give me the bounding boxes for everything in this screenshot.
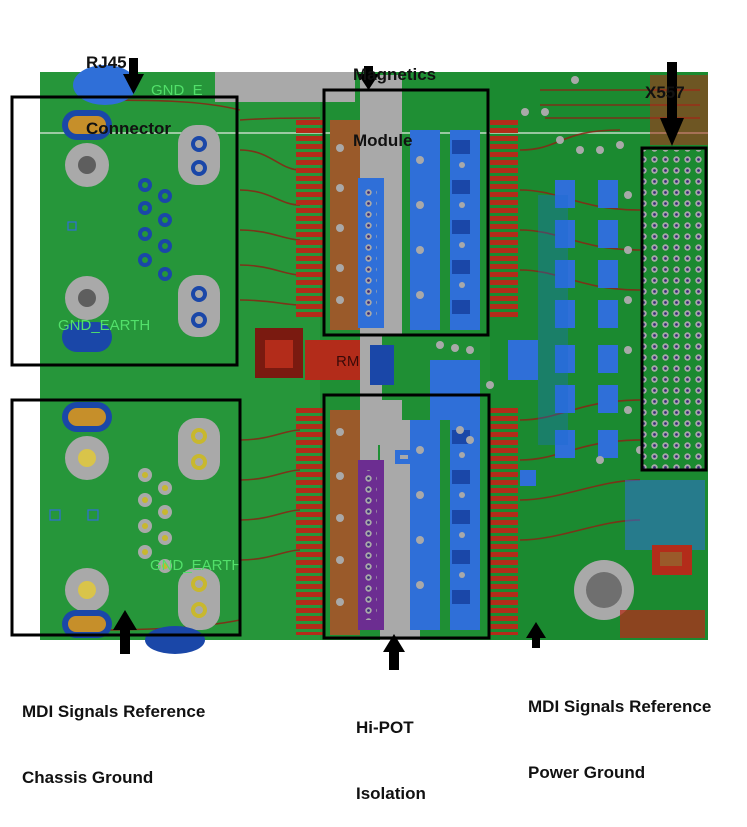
x557-label: X557 [645,83,685,102]
hipot-region: RM [255,328,494,464]
pcb-layout-image: GND_E GND_EARTH GND_E [10,58,708,670]
rj45-top-box [10,95,239,367]
magnetics-pads-bottom [296,405,518,635]
rj45-footprint-bottom: GND_EARTH [49,402,242,654]
gnd-e-label: GND_E [151,82,203,99]
right-components [508,75,708,638]
annotation-boxes [10,88,708,640]
x557-bga [643,150,705,470]
rj45-footprint-top: GND_E GND_EARTH [58,65,220,352]
magnetics-arrow [358,66,379,90]
gnd-earth-label-top: GND_EARTH [58,317,150,334]
x557-arrow [660,62,684,146]
rm-label: RM [336,353,359,370]
x557-box [640,146,708,472]
hipot-arrow [383,634,405,670]
annotation-arrows [113,58,684,670]
gnd-earth-label-bottom: GND_EARTH [150,557,242,574]
hipot-isolation-label: Hi-POT Isolation [356,718,426,803]
mdi-chassis-arrow [113,610,137,654]
magnetics-top-box [322,88,490,337]
rj45-connector-label: RJ45 Connector [86,53,171,138]
magnetics-pads-top [296,118,518,330]
mdi-chassis-ground-label: MDI Signals Reference Chassis Ground [22,702,206,787]
mdi-power-arrow [526,622,546,648]
rj45-arrow [123,58,144,94]
magnetics-bottom-box [322,393,491,640]
annotated-pcb-figure: GND_E GND_EARTH GND_E [10,53,711,803]
magnetics-module-label: Magnetics Module [353,65,437,150]
mdi-power-ground-label: MDI Signals Reference Power Ground [528,697,712,782]
